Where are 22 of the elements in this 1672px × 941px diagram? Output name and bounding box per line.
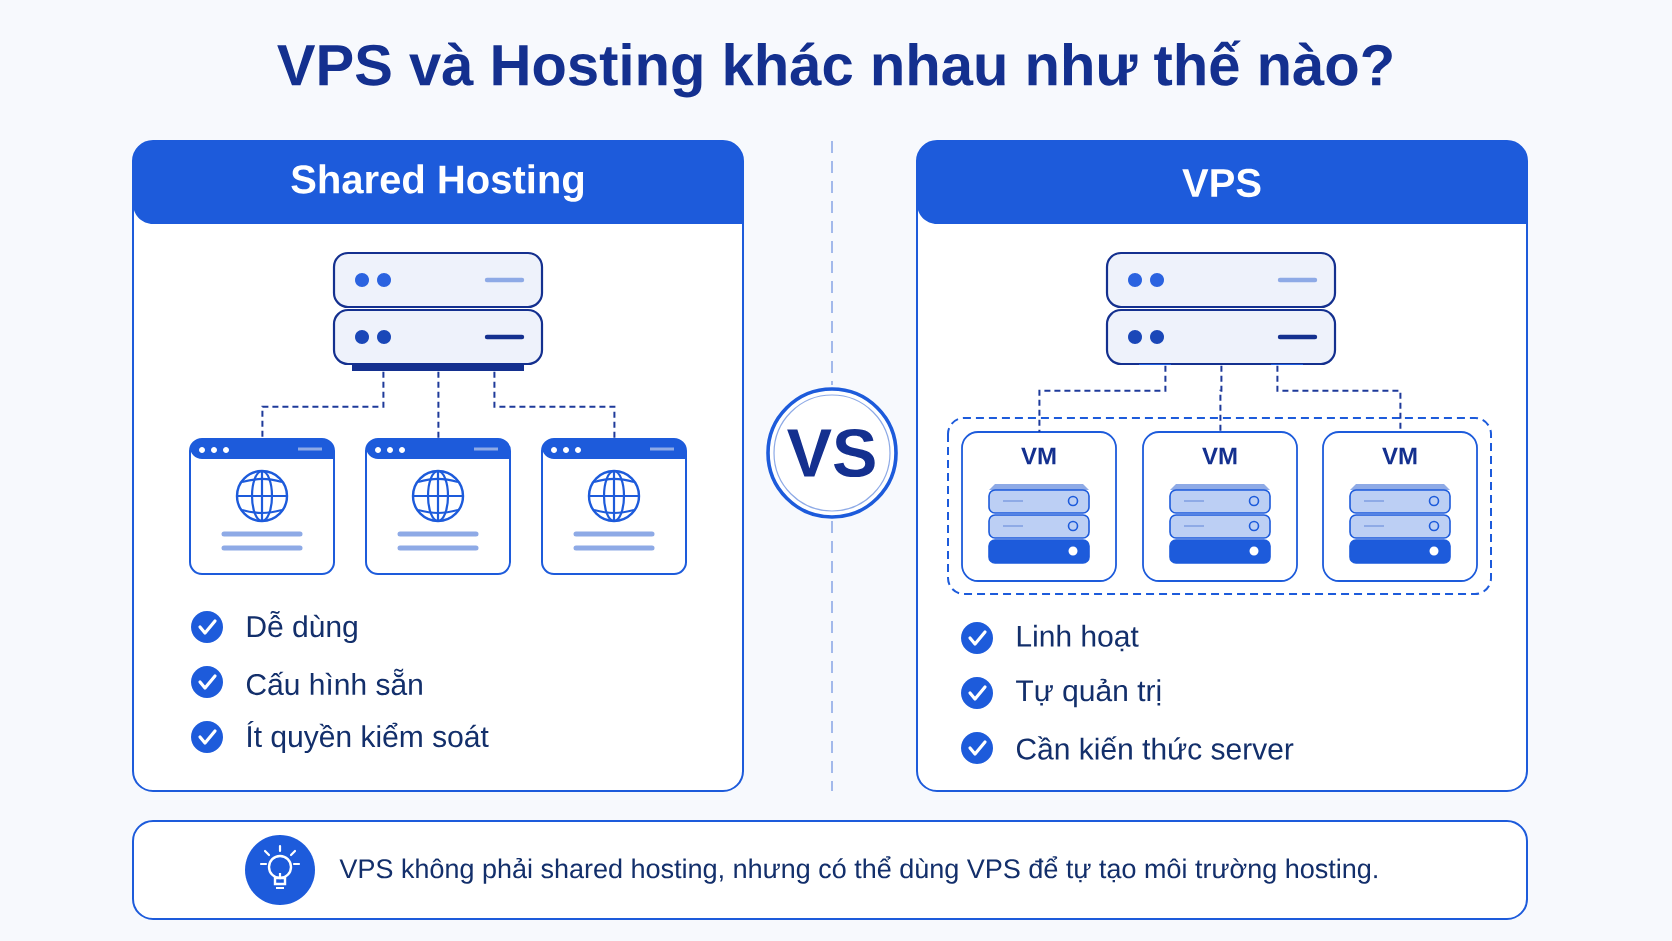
note-box: VPS không phải shared hosting, nhưng có thể dùng VPS để tự tạo môi trường hosting.	[132, 820, 1528, 920]
server-drawing	[1105, 251, 1337, 366]
browser-window-drawing	[541, 438, 687, 575]
dashed-group-box	[947, 417, 1492, 595]
checklist-item: Cấu hình sẵn	[246, 668, 422, 696]
checklist-item: Ít quyền kiểm soát	[247, 720, 489, 754]
checklist-item: Tự quản trị	[1016, 678, 1161, 708]
server-drawing	[332, 251, 544, 371]
title: VPS và Hosting khác nhau như thế nào?	[277, 40, 1392, 98]
dashed-connector	[437, 370, 440, 440]
dashed-connector	[493, 370, 616, 440]
panel-header: VPS	[917, 141, 1527, 224]
checklist-item: Dễ dùng	[247, 610, 357, 644]
dashed-connector	[1219, 364, 1223, 433]
dashed-connector	[261, 370, 385, 440]
checklist-item: Linh hoạt	[1017, 624, 1139, 652]
panel-header: Shared Hosting	[133, 141, 743, 224]
vs-badge: VS	[766, 387, 898, 519]
dashed-connector	[1038, 364, 1167, 433]
browser-window-drawing	[365, 438, 511, 575]
checklist-item: Cần kiến thức server	[1016, 736, 1294, 760]
browser-window-drawing	[189, 438, 335, 575]
